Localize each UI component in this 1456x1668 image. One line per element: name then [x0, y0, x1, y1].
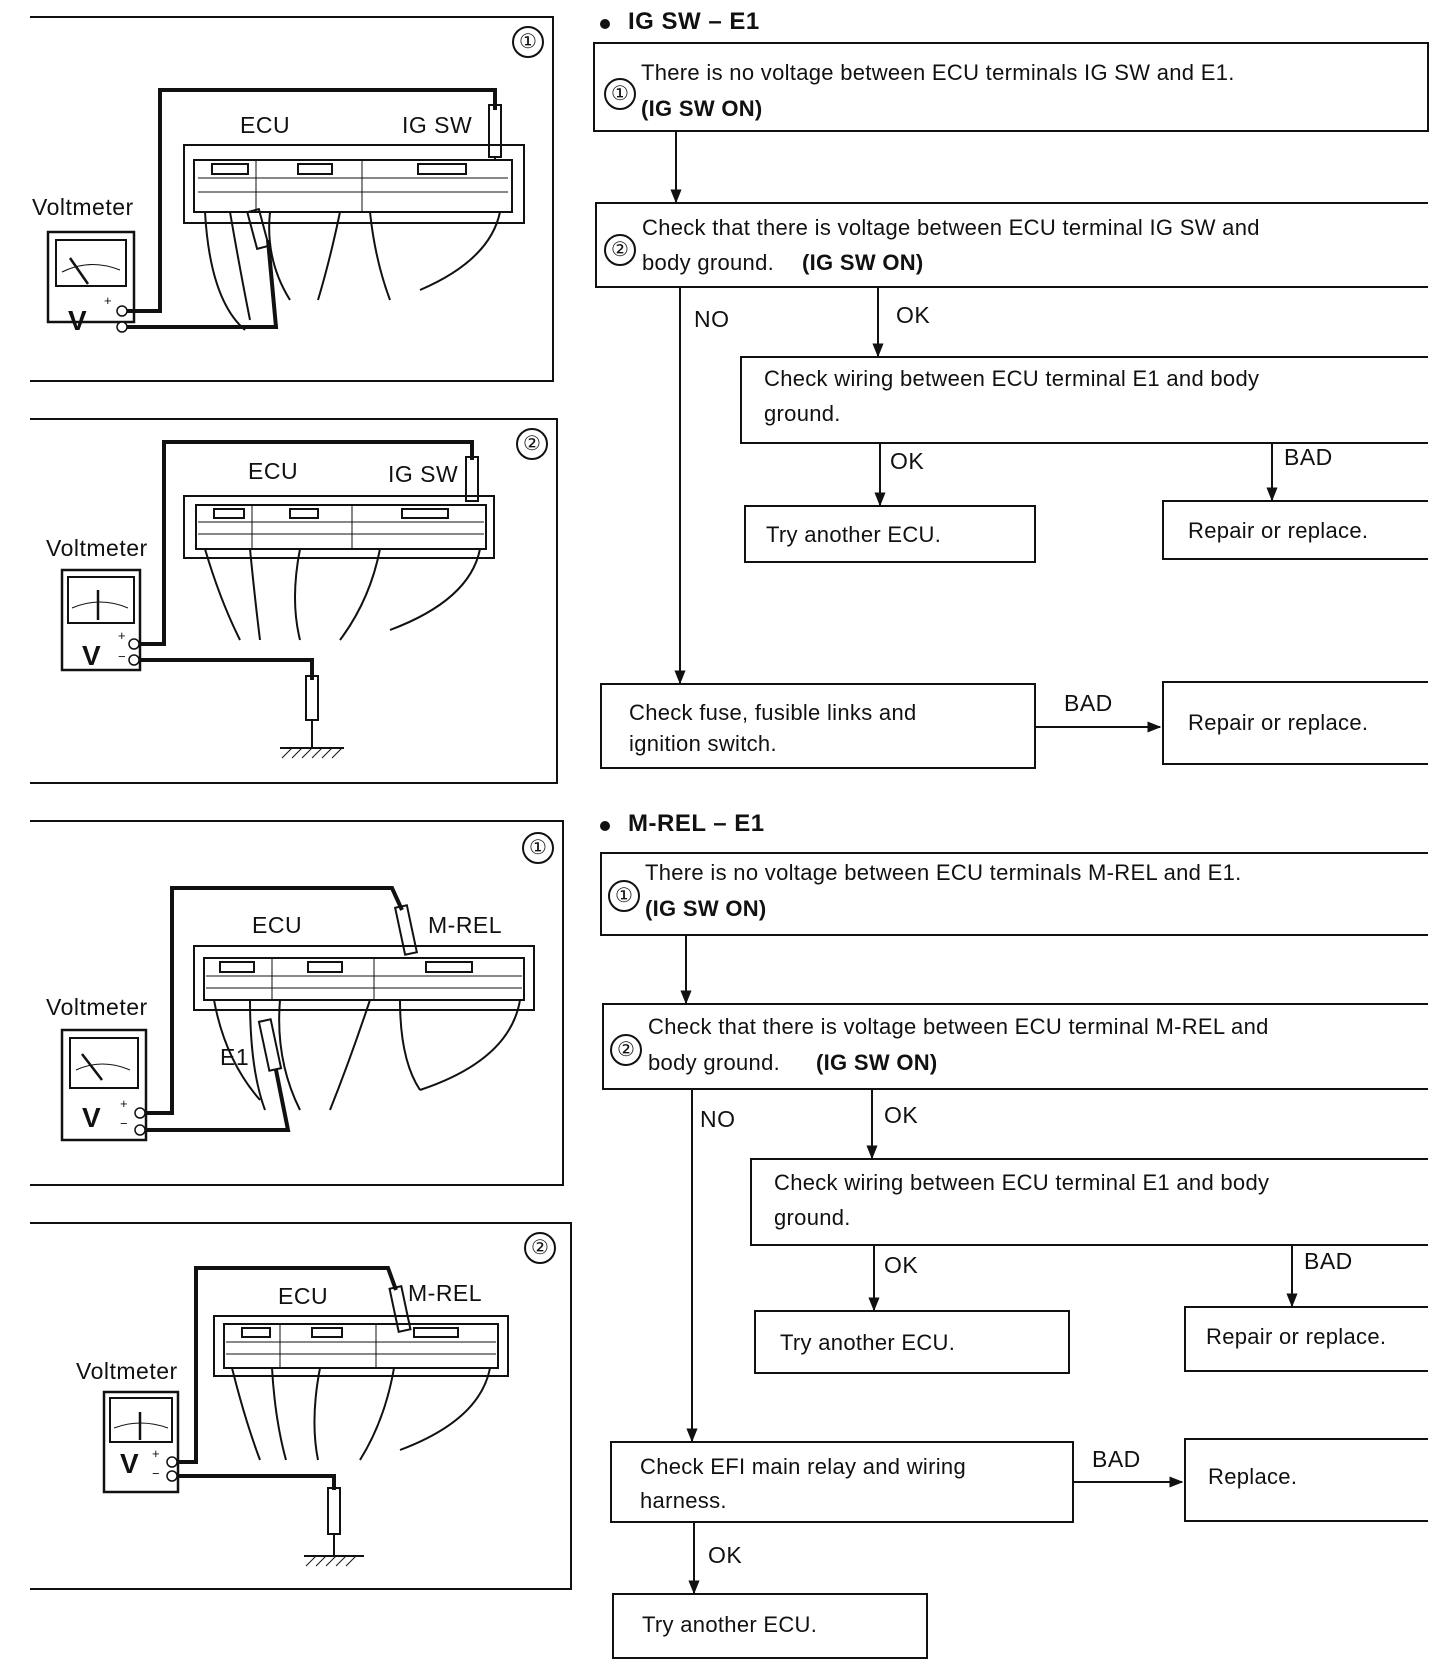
- figure-2-terminal-label: IG SW: [388, 461, 459, 487]
- svg-text:−: −: [152, 1466, 160, 1481]
- flow2-try-box: [754, 1310, 1070, 1374]
- flow1-bad-label: BAD: [1284, 444, 1333, 470]
- figure-3-terminal-label: M-REL: [428, 912, 503, 938]
- figure-2-panel: [30, 418, 558, 784]
- flow2-replace-text: Replace.: [1208, 1464, 1298, 1489]
- flow1-fuse-box: [600, 683, 1036, 769]
- flow2-try2-text: Try another ECU.: [642, 1612, 818, 1637]
- flow2-try-text: Try another ECU.: [780, 1330, 956, 1355]
- flow2-repair-text: Repair or replace.: [1206, 1324, 1387, 1349]
- figure-1-panel: [30, 16, 554, 382]
- flow2-step1-number: ①: [608, 880, 640, 912]
- flow2-ok-label: OK: [884, 1102, 919, 1128]
- flow2-step1-box: [600, 852, 1428, 936]
- flow1-repair2-text: Repair or replace.: [1188, 710, 1369, 735]
- flow1-title: IG SW – E1: [628, 8, 760, 35]
- flow2-title: M-REL – E1: [628, 810, 765, 837]
- flow1-step2-box: [595, 202, 1428, 288]
- flow1-wiring-box: [740, 356, 1428, 444]
- flow2-relay-text: Check EFI main relay and wiring: [640, 1454, 966, 1479]
- flow1-step2-text: Check that there is voltage between ECU …: [642, 215, 1260, 240]
- figure-3-number: ①: [522, 832, 554, 864]
- figure-4-meter-symbol: V: [120, 1448, 140, 1479]
- flow1-try-box: [744, 505, 1036, 563]
- flow2-try2-box: [612, 1593, 928, 1659]
- figure-2-meter-symbol: V: [82, 640, 102, 671]
- flow2-step2-cond: (IG SW ON): [816, 1050, 938, 1075]
- flow2-bad-label: BAD: [1304, 1248, 1353, 1274]
- figure-1-ecu-label: ECU: [240, 112, 291, 138]
- flow2-no-label: NO: [700, 1106, 736, 1132]
- flow2-step2-text2: body ground.: [648, 1050, 781, 1075]
- figure-2-number: ②: [516, 428, 548, 460]
- flow2-step2-box: [602, 1003, 1428, 1090]
- svg-text:−: −: [118, 649, 126, 664]
- flow1-ok-label: OK: [896, 302, 931, 328]
- figure-1-voltmeter: [46, 230, 136, 324]
- flow1-step2-text2: body ground.: [642, 250, 775, 275]
- flow2-bullet: [600, 821, 610, 831]
- figure-1-meter-symbol: V: [68, 305, 88, 336]
- flow1-try-text: Try another ECU.: [766, 522, 942, 547]
- figure-1-number: ①: [512, 26, 544, 58]
- figure-1-meter-label: Voltmeter: [32, 194, 134, 220]
- flow1-wiring-text2: ground.: [764, 401, 841, 426]
- flow2-repair-box: [1184, 1306, 1428, 1372]
- flow2-wiring-text2: ground.: [774, 1205, 851, 1230]
- figure-3-meter-symbol: V: [82, 1102, 102, 1133]
- svg-text:+: +: [104, 293, 112, 308]
- svg-text:+: +: [118, 628, 126, 643]
- flow2-relay-box: [610, 1441, 1074, 1523]
- figure-1-connectors: [193, 159, 513, 213]
- flow1-step2-cond: (IG SW ON): [802, 250, 924, 275]
- figure-2-ecu-label: ECU: [248, 458, 299, 484]
- flow2-wiring-box: [750, 1158, 1428, 1246]
- flow1-repair2-box: [1162, 681, 1428, 765]
- flow2-wiring-text: Check wiring between ECU terminal E1 and…: [774, 1170, 1270, 1195]
- figure-3-e1-label: E1: [220, 1044, 250, 1070]
- flow1-step1-text: There is no voltage between ECU terminal…: [641, 60, 1235, 85]
- flow2-bad2-label: BAD: [1092, 1446, 1141, 1472]
- flow2-replace-box: [1184, 1438, 1428, 1522]
- flow1-fuse-text2: ignition switch.: [629, 731, 777, 756]
- flow1-repair-text: Repair or replace.: [1188, 518, 1369, 543]
- figure-1-ecu-body: [183, 144, 525, 224]
- flow2-step2-text: Check that there is voltage between ECU …: [648, 1014, 1269, 1039]
- flow1-wiring-text: Check wiring between ECU terminal E1 and…: [764, 366, 1260, 391]
- flow2-step1-text: There is no voltage between ECU terminal…: [645, 860, 1242, 885]
- flow1-fuse-text: Check fuse, fusible links and: [629, 700, 917, 725]
- figure-1-terminal-label: IG SW: [402, 112, 473, 138]
- figure-4-number: ②: [524, 1232, 556, 1264]
- svg-text:+: +: [152, 1446, 160, 1461]
- figure-2-meter-label: Voltmeter: [46, 535, 148, 561]
- flow1-no-label: NO: [694, 306, 730, 332]
- figure-3-panel: [30, 820, 564, 1186]
- flow2-ok2-label: OK: [884, 1252, 919, 1278]
- flow1-step2-number: ②: [604, 234, 636, 266]
- flow1-bullet: [600, 19, 610, 29]
- flow1-bad2-label: BAD: [1064, 690, 1113, 716]
- figure-4-panel: [30, 1222, 572, 1590]
- flow2-relay-text2: harness.: [640, 1488, 727, 1513]
- flow1-repair-box: [1162, 500, 1428, 560]
- flow1-ok2-label: OK: [890, 448, 925, 474]
- svg-text:+: +: [120, 1096, 128, 1111]
- figure-4-terminal-label: M-REL: [408, 1280, 483, 1306]
- flow2-step1-cond: (IG SW ON): [645, 896, 767, 921]
- figure-3-ecu-label: ECU: [252, 912, 303, 938]
- figure-3-meter-label: Voltmeter: [46, 994, 148, 1020]
- flow1-step1-cond: (IG SW ON): [641, 96, 763, 121]
- flow1-step1-box: [593, 42, 1429, 132]
- figure-4-ecu-label: ECU: [278, 1283, 329, 1309]
- svg-text:−: −: [120, 1116, 128, 1131]
- flow1-step1-number: ①: [604, 78, 636, 110]
- svg-text:−: −: [104, 314, 112, 329]
- figure-4-meter-label: Voltmeter: [76, 1358, 178, 1384]
- flow2-ok3-label: OK: [708, 1542, 743, 1568]
- flow2-step2-number: ②: [610, 1034, 642, 1066]
